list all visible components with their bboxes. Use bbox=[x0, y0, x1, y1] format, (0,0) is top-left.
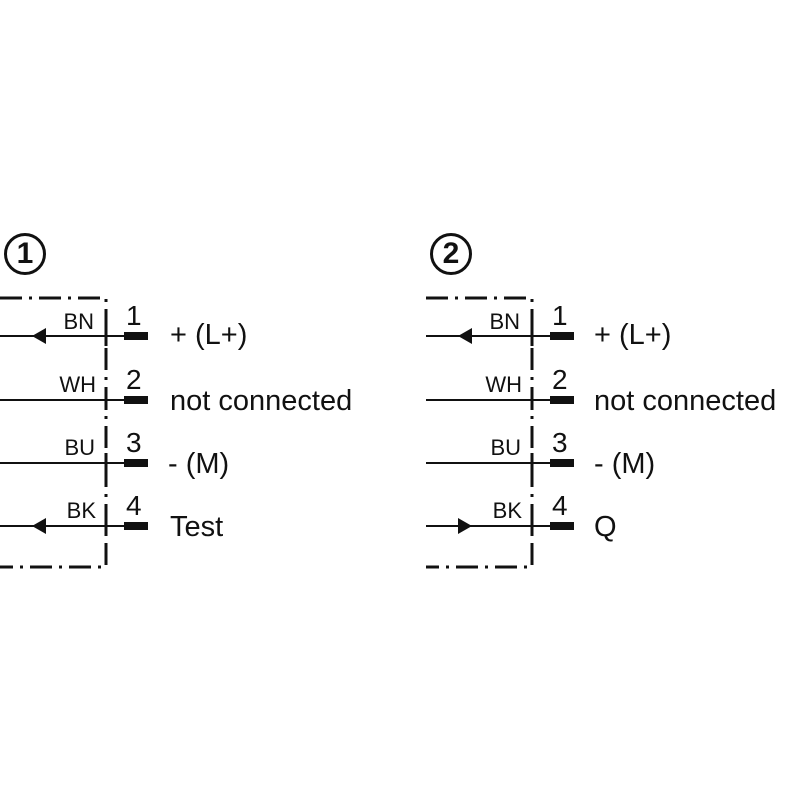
pin-number: 3 bbox=[552, 427, 568, 458]
pin-signal-label: - (M) bbox=[168, 448, 230, 480]
pin-signal-label: Q bbox=[594, 511, 617, 543]
pin-contact bbox=[550, 332, 574, 340]
connection-diagram-2: 2 BN 1 + (L+) WH 2 not connected BU 3 - … bbox=[426, 0, 800, 800]
wire-color-code: WH bbox=[485, 372, 522, 397]
pin-contact bbox=[124, 459, 148, 467]
arrow-left-icon bbox=[458, 328, 472, 344]
pin-contact bbox=[550, 396, 574, 404]
pin-contact bbox=[124, 396, 148, 404]
wire-color-code: BU bbox=[490, 435, 521, 460]
pin-signal-label: Test bbox=[170, 511, 224, 543]
pin-contact bbox=[550, 522, 574, 530]
housing-outline bbox=[0, 296, 108, 569]
wire-color-code: BN bbox=[63, 309, 94, 334]
pin-number: 1 bbox=[126, 300, 142, 331]
housing-outline bbox=[426, 296, 534, 569]
pin-signal-label: + (L+) bbox=[594, 319, 672, 351]
pin-signal-label: + (L+) bbox=[170, 319, 248, 351]
pin-signal-label: not connected bbox=[594, 385, 777, 417]
arrow-right-icon bbox=[458, 518, 472, 534]
arrow-left-icon bbox=[32, 518, 46, 534]
pin-contact bbox=[124, 332, 148, 340]
pin-signal-label: - (M) bbox=[594, 448, 656, 480]
wire-color-code: BK bbox=[66, 498, 96, 523]
connection-diagram-1: 1 BN 1 + (L+) WH 2 not connected BU 3 - … bbox=[4, 233, 353, 543]
pin-signal-label: not connected bbox=[170, 385, 353, 417]
pin-number: 2 bbox=[552, 364, 568, 395]
pin-contact bbox=[550, 459, 574, 467]
diagram-number-badge: 1 bbox=[4, 233, 46, 275]
wire-color-code: BK bbox=[492, 498, 522, 523]
pin-number: 4 bbox=[126, 490, 142, 521]
wire-color-code: WH bbox=[59, 372, 96, 397]
pin-number: 2 bbox=[126, 364, 142, 395]
pin-contact bbox=[124, 522, 148, 530]
arrow-left-icon bbox=[32, 328, 46, 344]
pin-number: 3 bbox=[126, 427, 142, 458]
wire-color-code: BU bbox=[64, 435, 95, 460]
pin-number: 1 bbox=[552, 300, 568, 331]
pin-number: 4 bbox=[552, 490, 568, 521]
diagram-number-badge: 2 bbox=[430, 233, 472, 275]
wire-color-code: BN bbox=[489, 309, 520, 334]
